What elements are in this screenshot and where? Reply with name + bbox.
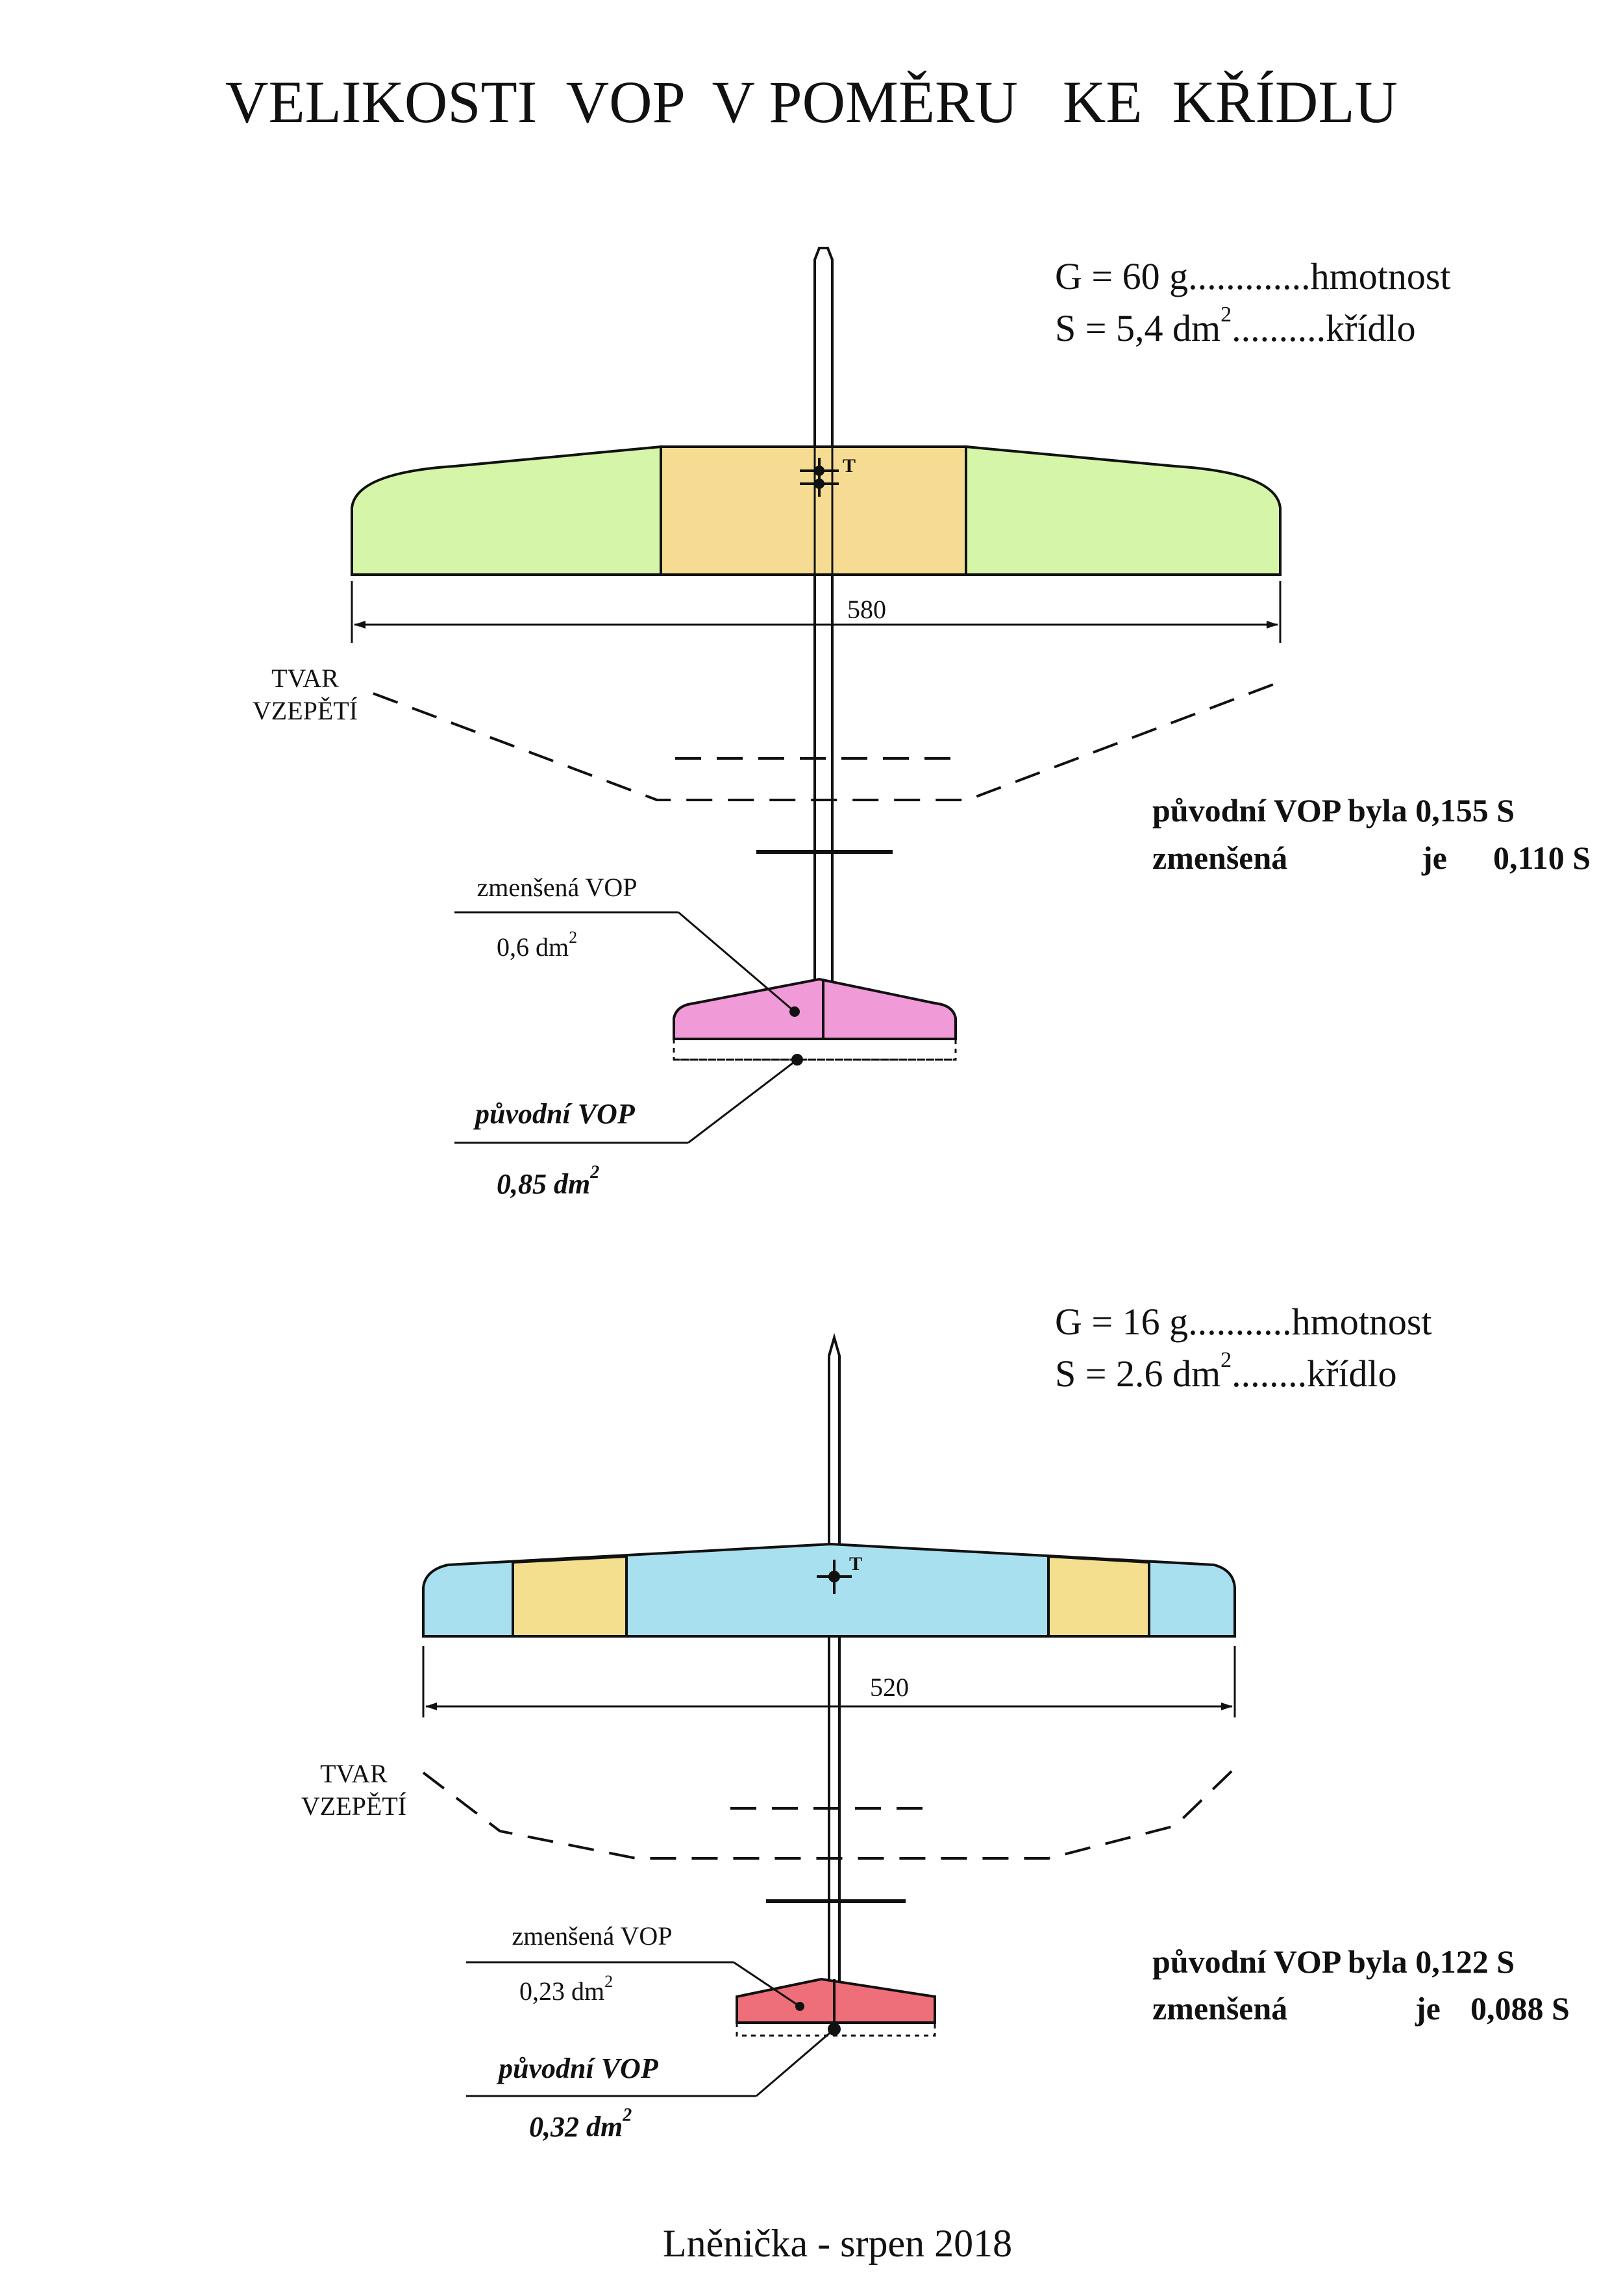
plane-1-cg-marker: T bbox=[800, 455, 856, 497]
plane-1-reduced-vop-area: 0,6 dm2 bbox=[497, 928, 577, 962]
plane-2-span-value: 520 bbox=[870, 1673, 909, 1702]
plane-1-dihedral-label-1: TVAR bbox=[271, 664, 339, 693]
plane-1-weight: G = 60 g.............hmotnost bbox=[1055, 255, 1451, 297]
plane-1-wing bbox=[351, 445, 1282, 576]
plane-2-original-vop-outline bbox=[736, 2023, 936, 2037]
plane-1-original-vop-label: původní VOP bbox=[473, 1098, 636, 1130]
plane-1-original-vop-outline bbox=[673, 1039, 957, 1061]
plane-1: G = 60 g.............hmotnost S = 5,4 dm… bbox=[253, 247, 1591, 1200]
plane-1-wing-left-panel bbox=[351, 445, 662, 576]
plane-1-original-vop-area: 0,85 dm2 bbox=[497, 1162, 599, 1200]
plane-1-dihedral-shape: TVAR VZEPĚTÍ bbox=[253, 664, 1281, 801]
plane-2-reduced-vop-label: zmenšená VOP bbox=[512, 1921, 673, 1951]
plane-2-dihedral-shape: TVAR VZEPĚTÍ bbox=[301, 1759, 1235, 1860]
plane-1-vop bbox=[673, 977, 957, 1066]
plane-1-wing-center-panel bbox=[660, 445, 967, 576]
plane-2-wing-area: S = 2.6 dm2........křídlo bbox=[1055, 1348, 1397, 1395]
plane-1-span-dimension: 580 bbox=[351, 581, 1282, 643]
plane-2-wing bbox=[422, 1542, 1236, 1638]
plane-2-wing-left-insert bbox=[512, 1554, 628, 1638]
plane-2-dihedral-label-1: TVAR bbox=[320, 1759, 388, 1788]
plane-2-cg-marker: T bbox=[817, 1553, 862, 1594]
plane-1-dihedral-label-2: VZEPĚTÍ bbox=[253, 696, 358, 725]
plane-1-reduced-vop-label: zmenšená VOP bbox=[477, 873, 638, 902]
plane-2-reduced-vop-area: 0,23 dm2 bbox=[519, 1972, 613, 2006]
plane-2-cg-label: T bbox=[849, 1553, 862, 1575]
plane-2-vop bbox=[736, 1977, 936, 2037]
plane-1-ratio-original: původní VOP byla 0,155 S bbox=[1152, 792, 1515, 829]
plane-2-ratio-original: původní VOP byla 0,122 S bbox=[1152, 1943, 1515, 1980]
plane-2-original-vop-area: 0,32 dm2 bbox=[529, 2105, 632, 2143]
plane-1-span-value: 580 bbox=[847, 595, 886, 624]
plane-2-reduced-vop bbox=[736, 1977, 936, 2024]
plane-2-span-dimension: 520 bbox=[422, 1646, 1236, 1717]
plane-2-fuselage bbox=[828, 1332, 841, 2000]
plane-1-fuselage bbox=[813, 247, 834, 993]
plane-1-reduced-vop bbox=[673, 977, 957, 1040]
plane-2-weight: G = 16 g...........hmotnost bbox=[1055, 1301, 1432, 1343]
plane-1-wing-right-panel bbox=[965, 445, 1282, 576]
page-title: VELIKOSTI VOP V POMĚRU KE KŘÍDLU bbox=[225, 69, 1398, 135]
plane-2-original-vop-label: původní VOP bbox=[496, 2053, 659, 2084]
plane-2: G = 16 g...........hmotnost S = 2.6 dm2.… bbox=[301, 1301, 1570, 2143]
plane-2-wing-right-insert bbox=[1047, 1554, 1150, 1638]
plane-1-cg-label: T bbox=[843, 455, 856, 477]
plane-2-dihedral-label-2: VZEPĚTÍ bbox=[301, 1791, 406, 1821]
plane-1-wing-area: S = 5,4 dm2..........křídlo bbox=[1055, 303, 1416, 349]
footer-author-date: Lněnička - srpen 2018 bbox=[663, 2222, 1012, 2265]
